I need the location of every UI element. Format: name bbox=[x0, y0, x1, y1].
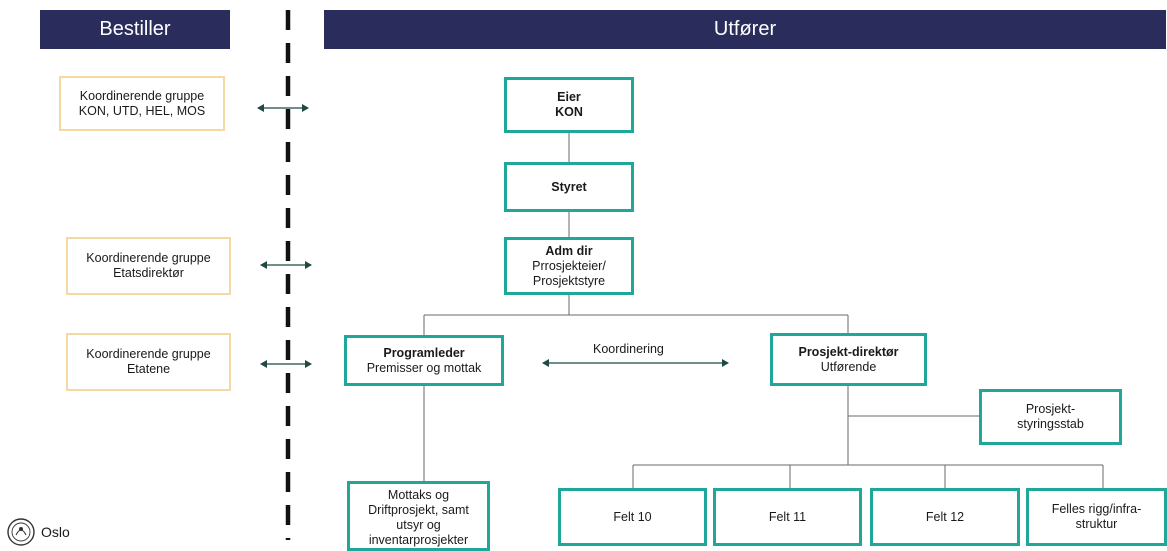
mottak-line4: inventarprosjekter bbox=[368, 533, 469, 547]
stab-line2: styringsstab bbox=[1017, 417, 1084, 431]
coord-group-kon: Koordinerende gruppe KON, UTD, HEL, MOS bbox=[59, 76, 225, 131]
board-line1: Styret bbox=[551, 179, 587, 194]
coord-group-etatene: Koordinerende gruppe Etatene bbox=[66, 333, 231, 391]
header-bestiller: Bestiller bbox=[40, 10, 230, 49]
mottak-line2: Driftprosjekt, samt bbox=[368, 503, 469, 517]
oslo-logo: Oslo bbox=[6, 517, 70, 547]
owner-line1: Eier bbox=[557, 90, 581, 104]
logo-text: Oslo bbox=[41, 524, 70, 540]
coord-group-etatene-line1: Koordinerende gruppe bbox=[86, 347, 211, 361]
adm-line1: Adm dir bbox=[545, 243, 593, 258]
board-box: Styret bbox=[504, 162, 634, 212]
felles-line1: Felles rigg/infra- bbox=[1051, 502, 1142, 516]
stab-line1: Prosjekt- bbox=[1025, 402, 1076, 416]
oslo-seal-icon bbox=[7, 518, 35, 546]
programleder-box: Programleder Premisser og mottak bbox=[344, 335, 504, 386]
prosjektdirektor-line2: Utførende bbox=[820, 359, 877, 374]
coord-group-kon-line2: KON, UTD, HEL, MOS bbox=[78, 103, 206, 118]
mottak-line3: utsyr og bbox=[396, 518, 441, 532]
felt-10-label: Felt 10 bbox=[613, 509, 652, 524]
mottak-box: Mottaks og Driftprosjekt, samt utsyr og … bbox=[347, 481, 490, 551]
prosjektdirektor-box: Prosjekt-direktør Utførende bbox=[770, 333, 927, 386]
coord-group-kon-line1: Koordinerende gruppe bbox=[79, 88, 205, 103]
mottak-line1: Mottaks og bbox=[387, 488, 450, 502]
coordination-label: Koordinering bbox=[593, 342, 664, 356]
adm-dir-box: Adm dir Prrosjekteier/ Prosjektstyre bbox=[504, 237, 634, 295]
coord-group-etatsdirektor: Koordinerende gruppe Etatsdirektør bbox=[66, 237, 231, 295]
coord-group-etatsdirektor-line2: Etatsdirektør bbox=[113, 266, 184, 280]
programleder-line2: Premisser og mottak bbox=[366, 360, 482, 375]
owner-line2: KON bbox=[555, 105, 583, 119]
header-utforer: Utfører bbox=[324, 10, 1166, 49]
prosjektdirektor-line1: Prosjekt-direktør bbox=[798, 344, 899, 359]
adm-line3: Prosjektstyre bbox=[532, 273, 606, 288]
felt-11-label: Felt 11 bbox=[768, 509, 807, 524]
programleder-line1: Programleder bbox=[383, 345, 465, 360]
felt-11-box: Felt 11 bbox=[713, 488, 862, 546]
coord-group-etatene-line2: Etatene bbox=[126, 362, 171, 376]
felles-rigg-box: Felles rigg/infra- struktur bbox=[1026, 488, 1167, 546]
felt-12-box: Felt 12 bbox=[870, 488, 1020, 546]
styringsstab-box: Prosjekt- styringsstab bbox=[979, 389, 1122, 445]
owner-box: Eier KON bbox=[504, 77, 634, 133]
coord-group-etatsdirektor-line1: Koordinerende gruppe bbox=[86, 251, 211, 265]
felles-line2: struktur bbox=[1075, 517, 1118, 531]
felt-10-box: Felt 10 bbox=[558, 488, 707, 546]
felt-12-label: Felt 12 bbox=[925, 509, 965, 524]
adm-line2: Prrosjekteier/ bbox=[532, 258, 606, 273]
